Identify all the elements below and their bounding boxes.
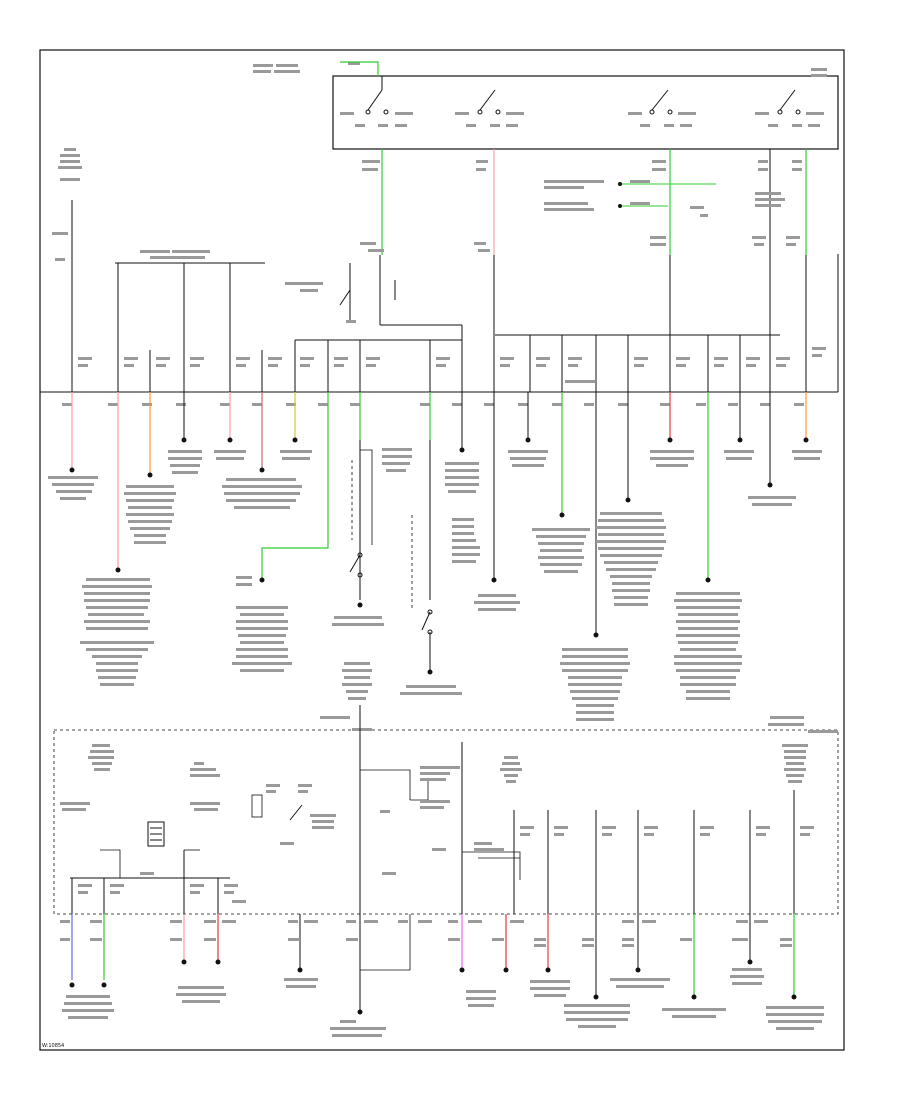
fuse-upper-19 [776,357,790,367]
fuse-upper-2 [124,357,138,367]
fuse-upper-18 [739,335,760,392]
switch-ladder [332,440,412,700]
connector-labels [62,403,804,406]
output-wires-lower [60,914,824,1037]
relay-3 [628,89,696,127]
fuse-upper-13 [561,335,582,392]
outer-frame [39,49,845,1051]
fuse-upper-6 [261,350,282,392]
lower-relay-box [53,705,839,971]
relay-2 [455,89,524,127]
brake-switch-ladder [400,440,462,695]
output-wires-upper [48,392,822,721]
fuse-upper-11 [500,357,514,367]
fuse-upper-9 [359,340,380,392]
ignition-relay-box [253,62,839,150]
fuse-upper-20 [805,340,826,392]
fuse-upper-3 [149,350,170,392]
connector-labels-lower [60,920,792,947]
top-feed [340,61,379,76]
destination-labels-lower [62,968,824,1037]
fuse-upper-12 [529,335,550,392]
fuse-upper-15 [627,335,648,392]
diagram-code: W:10854 [42,1043,64,1049]
fuse-bus-box [40,250,839,393]
fuse-upper-8 [327,340,348,392]
feed-wires-upper [52,148,807,392]
relay-4 [755,89,824,127]
fuse-upper-4 [190,357,204,367]
destination-labels-upper [48,450,822,721]
fuse-upper-16 [669,335,690,392]
fuse-upper-7 [294,340,314,392]
wire-end-dots [69,959,797,1015]
fuse-upper-17 [707,335,728,392]
fuse-upper-1 [71,345,92,385]
fuses-upper-row [71,335,826,392]
relay-1 [340,76,413,127]
fuse-upper-5 [236,357,250,367]
fuse-upper-10 [429,340,450,392]
